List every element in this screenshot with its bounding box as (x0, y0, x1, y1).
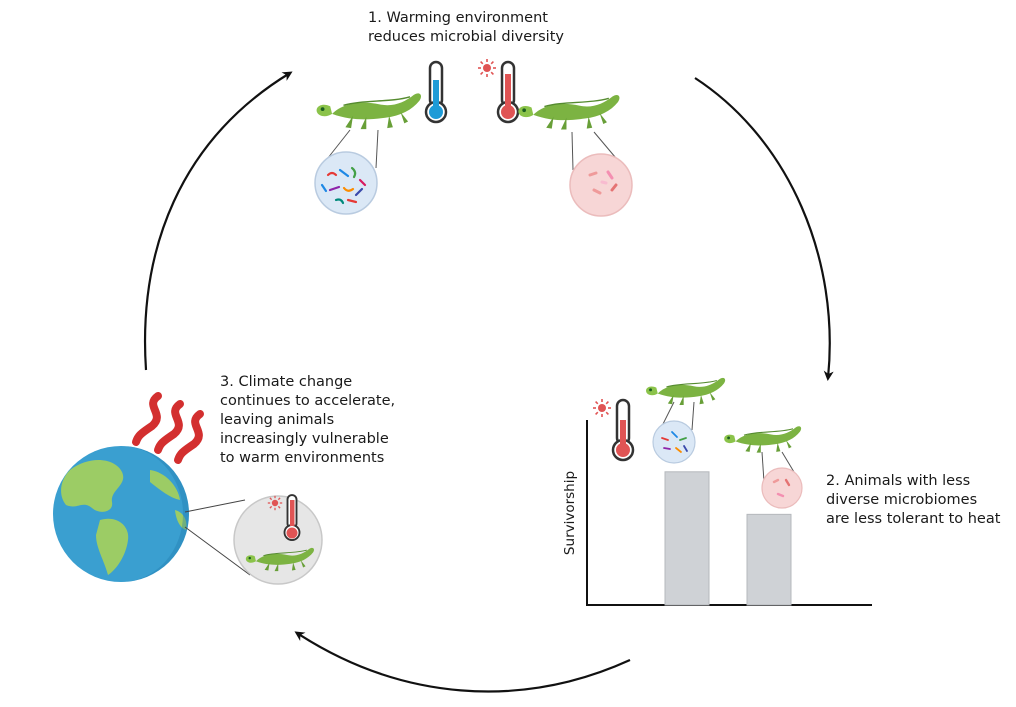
bar-diverse-microbiome (664, 471, 710, 606)
y-axis-label: Survivorship (562, 470, 578, 556)
arrow-bottom (294, 631, 631, 693)
sun-icon (477, 58, 497, 78)
zoom-thermometer-icon (283, 494, 301, 541)
chart-lizard-healthy-icon (645, 377, 726, 406)
arrow-top-right (694, 77, 834, 381)
thermometer-hot-icon (496, 60, 520, 124)
step-2-text: 2. Animals with less diverse microbiomes… (826, 473, 1001, 527)
chart-diverse-microbiome-icon (652, 420, 696, 464)
thermometer-cold-icon (424, 60, 448, 124)
chart-sun-icon (592, 398, 612, 418)
heat-waves-icon (132, 392, 204, 464)
step-1-text: 1. Warming environment reduces microbial… (368, 10, 564, 45)
chart-thermometer-hot-icon (611, 398, 635, 462)
chart-lizard-stressed-icon (723, 425, 802, 454)
reduced-microbiome-icon (569, 153, 633, 217)
survivorship-chart (586, 420, 872, 606)
step-3-text: 3. Climate change continues to accelerat… (220, 374, 396, 466)
diverse-microbiome-icon (314, 151, 378, 215)
zoom-circle (233, 495, 323, 585)
earth-icon (53, 446, 189, 582)
zoom-sun-icon (267, 495, 283, 511)
chart-reduced-microbiome-icon (761, 467, 803, 509)
lizard-warm-icon (517, 94, 621, 131)
lizard-cool-icon (315, 92, 422, 130)
arrow-left (144, 71, 293, 371)
bar-less-diverse-microbiome (746, 513, 792, 606)
